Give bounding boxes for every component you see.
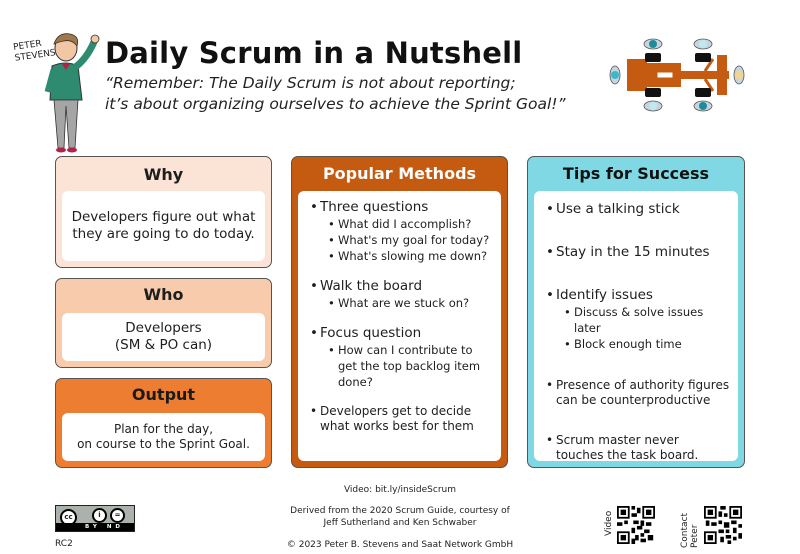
who-text-line-2: (SM & PO can) (114, 337, 213, 353)
methods-body: Three questions What did I accomplish? W… (298, 191, 501, 461)
cc-by-nd-license-badge[interactable]: cc i = BY ND (55, 505, 135, 532)
method-subitem: How can I contribute to get the top back… (310, 342, 491, 390)
why-text-line-1: Developers figure out what (71, 209, 256, 225)
why-heading: Why (143, 165, 184, 184)
no-derivatives-icon: = (110, 508, 125, 523)
page-title: Daily Scrum in a Nutshell (105, 36, 523, 70)
attribution-icon: i (92, 508, 107, 523)
by-label: BY (85, 524, 101, 530)
derived-from-note: Derived from the 2020 Scrum Guide, court… (270, 505, 530, 529)
tips-body: Use a talking stick Stay in the 15 minut… (534, 191, 738, 462)
method-item: Walk the board (310, 278, 491, 295)
quote-line-1: “Remember: The Daily Scrum is not about … (105, 74, 516, 92)
method-item: Developers get to decide what works best… (310, 404, 491, 433)
version-label: RC2 (55, 539, 73, 549)
tip-item: Scrum master never touches the task boar… (546, 433, 730, 462)
race-car-with-team-icon (609, 38, 745, 112)
method-item: Three questions (310, 199, 491, 216)
method-subitem: What's slowing me down? (310, 248, 491, 264)
method-subitem: What's my goal for today? (310, 232, 491, 248)
contact-label-line-2: Peter (690, 524, 700, 548)
output-text-line-2: on course to the Sprint Goal. (77, 437, 250, 451)
why-body: Developers figure out what they are goin… (62, 191, 265, 261)
qr-code-contact-icon[interactable] (704, 506, 742, 544)
who-text-line-1: Developers (125, 320, 202, 336)
why-text-line-2: they are going to do today. (72, 226, 255, 242)
method-item: Focus question (310, 325, 491, 342)
copyright: © 2023 Peter B. Stevens and Saat Network… (286, 540, 514, 550)
method-subitem: What are we stuck on? (310, 295, 491, 311)
tip-item: Identify issues (546, 287, 730, 304)
method-subitem: What did I accomplish? (310, 216, 491, 232)
tip-item: Stay in the 15 minutes (546, 244, 730, 261)
derived-line-1: Derived from the 2020 Scrum Guide, court… (290, 506, 510, 516)
license-label: BY ND (56, 523, 134, 531)
quote-line-2: it’s about organizing ourselves to achie… (105, 95, 566, 113)
spacer (546, 407, 730, 433)
spacer (310, 264, 491, 278)
qr-contact-label: Contact Peter (680, 513, 700, 548)
output-heading: Output (131, 385, 196, 404)
tip-item: Presence of authority figures can be cou… (546, 378, 730, 407)
tips-for-success-card: Tips for Success Use a talking stick Sta… (527, 156, 745, 468)
spacer (546, 352, 730, 378)
spacer (546, 261, 730, 287)
qr-code-video-icon[interactable] (617, 506, 655, 544)
nd-label: ND (106, 524, 124, 530)
video-link[interactable]: Video: bit.ly/insideScrum (343, 485, 457, 495)
popular-methods-card: Popular Methods Three questions What did… (291, 156, 508, 468)
methods-heading: Popular Methods (322, 164, 477, 183)
quote: “Remember: The Daily Scrum is not about … (105, 73, 566, 115)
who-heading: Who (143, 285, 184, 304)
tip-subitem: Discuss & solve issues later (546, 304, 730, 336)
output-text-line-1: Plan for the day, (113, 422, 214, 436)
spacer (310, 311, 491, 325)
tip-subitem: Block enough time (546, 336, 730, 352)
tips-heading: Tips for Success (562, 164, 710, 183)
derived-line-2: Jeff Sutherland and Ken Schwaber (323, 518, 477, 528)
output-card: Output Plan for the day, on course to th… (55, 378, 272, 468)
spacer (546, 218, 730, 244)
tip-item: Use a talking stick (546, 201, 730, 218)
why-card: Why Developers figure out what they are … (55, 156, 272, 268)
contact-label-line-1: Contact (680, 512, 690, 548)
spacer (310, 390, 491, 404)
who-card: Who Developers (SM & PO can) (55, 278, 272, 368)
methods-list: Three questions What did I accomplish? W… (310, 199, 491, 433)
peter-stevens-avatar (44, 33, 100, 153)
tips-list: Use a talking stick Stay in the 15 minut… (546, 201, 730, 462)
who-body: Developers (SM & PO can) (62, 313, 265, 361)
qr-video-label: Video (604, 510, 614, 536)
output-body: Plan for the day, on course to the Sprin… (62, 413, 265, 461)
